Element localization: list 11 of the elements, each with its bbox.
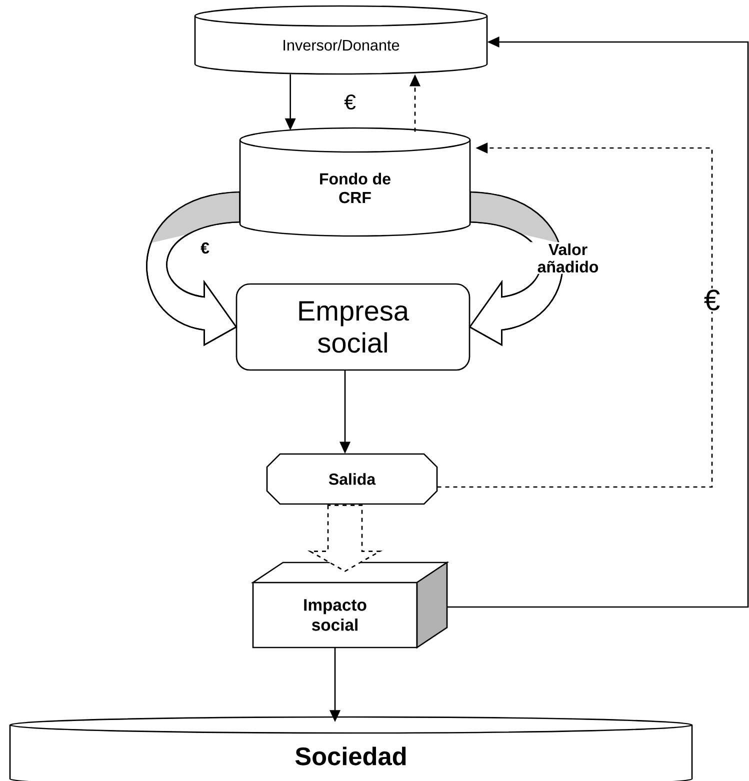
octagon-box: Salida: [266, 453, 438, 505]
database-cylinder: Fondo de CRF: [239, 127, 471, 237]
curved-block-arrow: [146, 191, 240, 346]
block-arrow: [307, 504, 383, 572]
edge-label: €: [199, 241, 211, 255]
database-cylinder: Sociedad: [9, 716, 693, 781]
edge-label: €: [702, 288, 722, 312]
edge-label: Valor añadido: [526, 242, 610, 274]
euro-sign: €: [344, 94, 356, 110]
database-cylinder: Inversor/Donante: [194, 5, 488, 75]
process-box: Empresa social: [236, 283, 470, 371]
